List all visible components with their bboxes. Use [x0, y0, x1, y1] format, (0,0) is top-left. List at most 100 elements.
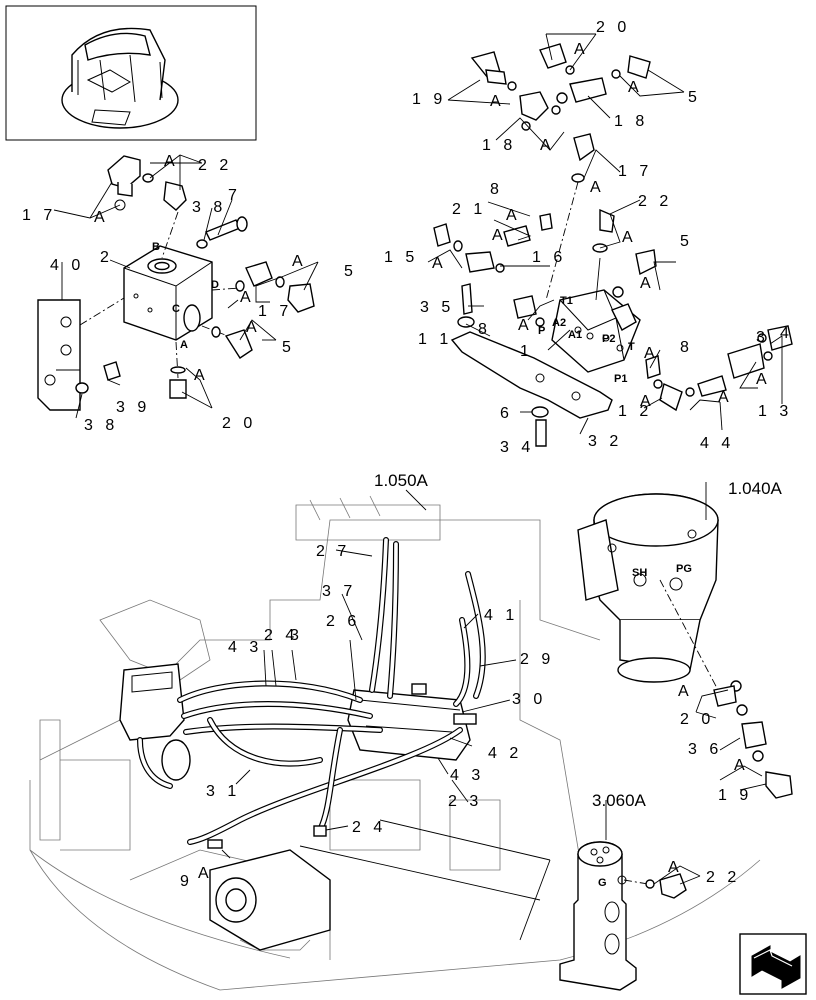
fitting-5d [635, 249, 657, 276]
fitting-17c [573, 133, 595, 162]
label-5c: 5 [688, 89, 701, 106]
elbow-fitting-22c [659, 873, 687, 899]
fitting-18b [519, 91, 549, 121]
label-17b: 1 7 [258, 303, 292, 320]
ref-1040A: 1.040A [728, 479, 783, 498]
fitting-36 [741, 721, 767, 749]
label-20a: 2 0 [222, 415, 256, 432]
label-39: 3 9 [116, 399, 150, 416]
label-13: 1 3 [758, 403, 792, 420]
label-5d: 5 [680, 233, 693, 250]
elbow-fitting-12 [659, 383, 683, 412]
next-page-arrow-icon[interactable] [739, 933, 807, 995]
label-37: 3 7 [322, 583, 356, 600]
label-A-21: A [492, 227, 507, 244]
label-30: 3 0 [512, 691, 546, 708]
bolt-34 [535, 419, 547, 447]
label-29: 2 9 [520, 651, 554, 668]
label-A-8c: A [644, 345, 659, 362]
label-44: 4 4 [700, 435, 734, 452]
label-A-22b: A [622, 229, 637, 246]
fitting-21 [433, 223, 451, 247]
solenoid-valve-block [119, 663, 185, 741]
label-20b: 2 0 [596, 19, 630, 36]
label-31: 3 1 [206, 783, 240, 800]
label-43a: 4 3 [228, 639, 262, 656]
label-A-9: A [198, 865, 213, 882]
elbow-fitting-17 [107, 155, 141, 189]
label-19a: 1 9 [412, 91, 446, 108]
label-A-17b: A [240, 289, 255, 306]
upper-structure-view [29, 489, 761, 991]
label-16: 1 6 [532, 249, 566, 266]
label-17c: 1 7 [618, 163, 652, 180]
label-A-5d: A [640, 275, 655, 292]
pilot-pump [209, 849, 331, 951]
fitting-8b [513, 295, 537, 319]
label-port-P: P [538, 325, 545, 337]
label-42: 4 2 [488, 745, 522, 762]
machine-locator-inset [5, 5, 257, 141]
label-port-PG: PG [676, 563, 692, 575]
label-5b: 5 [282, 339, 295, 356]
label-1: 1 [520, 343, 533, 360]
label-A-20c: A [678, 683, 693, 700]
label-A-19b: A [734, 757, 749, 774]
label-38b: 3 8 [84, 417, 118, 434]
bolt-35 [461, 283, 473, 315]
ref-3060A: 3.060A [592, 791, 647, 810]
label-6: 6 [500, 405, 513, 422]
label-23: 2 3 [448, 793, 482, 810]
label-port-T: T [628, 341, 635, 353]
label-24a: 2 4 [264, 627, 298, 644]
fitting-5c [627, 55, 651, 79]
label-A-8b: A [518, 317, 533, 334]
label-27: 2 7 [316, 543, 350, 560]
label-32: 3 2 [588, 433, 622, 450]
label-A-44: A [718, 389, 733, 406]
label-17a: 1 7 [22, 207, 56, 224]
label-A-20a: A [194, 367, 209, 384]
label-5a: 5 [344, 263, 357, 280]
label-3: 3 [756, 329, 769, 346]
fitting-18a [569, 77, 607, 103]
label-18b: 1 8 [482, 137, 516, 154]
washer-11 [457, 316, 475, 328]
fitting-44 [697, 375, 727, 397]
label-port-G: G [598, 877, 607, 889]
label-port-A: A [180, 339, 188, 351]
label-2: 2 [100, 249, 113, 266]
fitting-8c [645, 355, 661, 379]
label-port-D: D [211, 279, 219, 291]
fitting-15 [465, 251, 495, 273]
label-port-C: C [172, 303, 180, 315]
washer-38 [75, 382, 89, 394]
label-port-P1: P1 [614, 373, 627, 385]
label-A1: A [94, 209, 109, 226]
fitting-20b [539, 43, 567, 69]
label-A-19: A [490, 93, 505, 110]
label-A-22: A [164, 153, 179, 170]
label-port-SH: SH [632, 567, 647, 579]
label-A-12: A [640, 393, 655, 410]
label-24b: 2 4 [352, 819, 386, 836]
label-port-A1: A1 [568, 329, 582, 341]
label-40: 4 0 [50, 257, 84, 274]
washer-6 [531, 406, 549, 418]
label-19b: 1 9 [718, 787, 752, 804]
label-36: 3 6 [688, 741, 722, 758]
label-port-A2: A2 [552, 317, 566, 329]
callout-labels: 4 0 2 1 7 A 2 2 A 3 8 7 B D C A A 5 A 1 … [22, 19, 792, 890]
label-port-P2: P2 [602, 333, 615, 345]
label-7: 7 [228, 187, 241, 204]
elbow-fitting-19b [765, 771, 793, 799]
swing-motor-assembly [577, 482, 793, 799]
label-A-20b: A [574, 41, 589, 58]
fitting-3 [727, 343, 765, 379]
label-9: 9 [180, 873, 193, 890]
left-valve-assembly [37, 154, 319, 419]
fitting-20a [169, 379, 187, 399]
elbow-fitting-22 [163, 181, 187, 211]
